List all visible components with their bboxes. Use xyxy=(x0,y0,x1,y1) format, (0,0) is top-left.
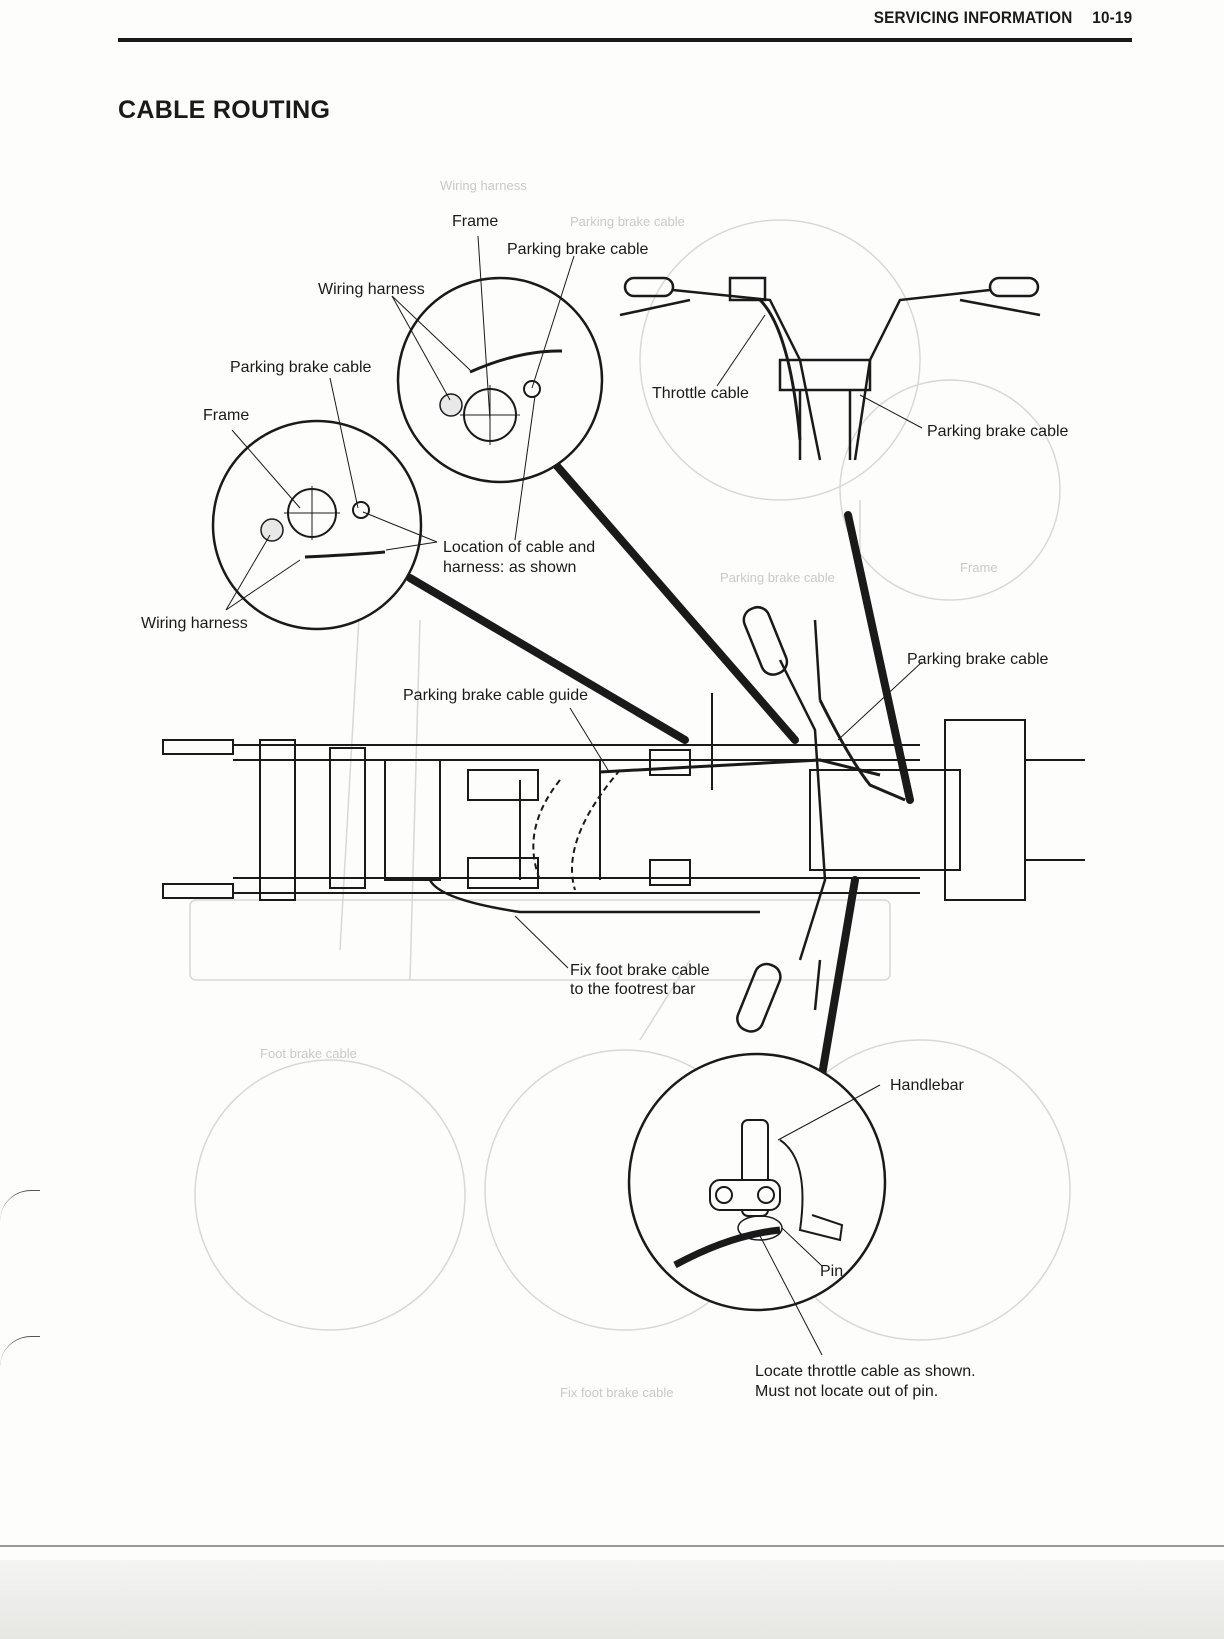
label-locate-line1: Locate throttle cable as shown. xyxy=(755,1363,976,1380)
ghost-text-6: Fix foot brake cable xyxy=(560,1385,674,1400)
label-throttle-cable: Throttle cable xyxy=(652,385,749,402)
page-number: 10-19 xyxy=(1091,8,1132,27)
label-pin: Pin xyxy=(820,1263,844,1280)
label-fix-line1: Fix foot brake cable xyxy=(570,962,710,979)
label-wiring-harness-top: Wiring harness xyxy=(318,281,425,298)
header-text: SERVICING INFORMATION 10-19 xyxy=(873,8,1132,28)
detail-leaders xyxy=(406,462,914,1079)
front-handlebar xyxy=(736,605,906,1033)
label-parking-brake-cable-right: Parking brake cable xyxy=(927,423,1069,440)
handlebar-drawing xyxy=(619,276,1041,461)
label-location-line2: harness: as shown xyxy=(443,559,577,576)
label-fix-line2: to the footrest bar xyxy=(570,981,696,998)
detail-circle-top xyxy=(396,276,604,484)
label-frame-left: Frame xyxy=(203,407,250,424)
frame-drawing xyxy=(162,693,1085,914)
page-title: CABLE ROUTING xyxy=(118,96,331,124)
ghost-text-5: Foot brake cable xyxy=(260,1046,357,1061)
label-handlebar: Handlebar xyxy=(890,1077,964,1094)
label-parking-brake-cable-mid: Parking brake cable xyxy=(907,651,1049,668)
detail-circle-bottom xyxy=(627,1052,887,1312)
detail-circle-left xyxy=(211,419,423,631)
label-wiring-harness-left: Wiring harness xyxy=(141,615,248,632)
page-header: SERVICING INFORMATION 10-19 xyxy=(118,8,1132,42)
label-parking-brake-cable-top: Parking brake cable xyxy=(507,241,649,258)
label-frame-top: Frame xyxy=(452,213,499,230)
bottom-scan-shade xyxy=(0,1560,1224,1639)
section-title: SERVICING INFORMATION xyxy=(873,8,1073,27)
label-parking-brake-cable-guide: Parking brake cable guide xyxy=(403,687,589,704)
bottom-rule xyxy=(0,1545,1224,1547)
label-location-line1: Location of cable and xyxy=(443,539,596,556)
ghost-text-1: Wiring harness xyxy=(440,178,527,193)
ghost-text-2: Parking brake cable xyxy=(570,214,685,229)
ghost-text-3: Parking brake cable xyxy=(720,570,835,585)
ghost-text-4: Frame xyxy=(960,560,998,575)
label-parking-brake-cable-left: Parking brake cable xyxy=(230,359,372,376)
leader-lines xyxy=(225,235,923,1356)
label-locate-line2: Must not locate out of pin. xyxy=(755,1383,939,1400)
